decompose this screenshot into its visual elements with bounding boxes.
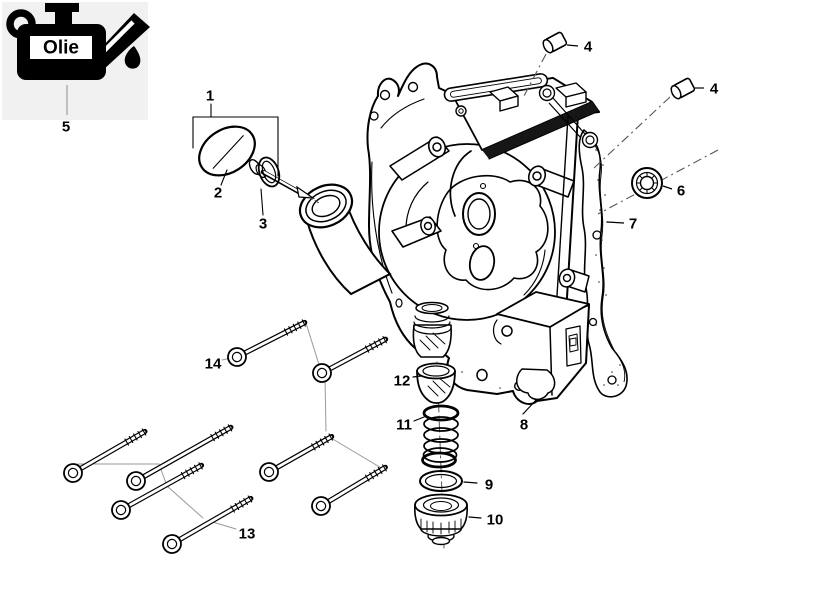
- drain-stack: [412, 361, 537, 549]
- oil-seal: [631, 167, 673, 199]
- bottom-flap: [516, 368, 556, 401]
- group-bracket: [192, 116, 279, 177]
- callout-9: 9: [485, 477, 493, 494]
- callout-13: 13: [239, 526, 256, 543]
- bolt: [259, 433, 335, 482]
- cover-bolts: [63, 319, 389, 554]
- callout-6: 6: [677, 183, 685, 200]
- gasket-stipple: [595, 149, 621, 386]
- dipstick-assembly: [192, 103, 320, 216]
- callout-7: 7: [629, 216, 637, 233]
- callout-4b: 4: [710, 81, 719, 98]
- bolt: [63, 428, 148, 483]
- dipstick-blade: [296, 185, 316, 199]
- callout-11: 11: [396, 417, 412, 434]
- oil-can-cap: [45, 3, 79, 12]
- o-ring-3: [257, 156, 281, 188]
- crankcase-cover: [366, 62, 600, 405]
- callout-3: 3: [259, 216, 267, 233]
- kidney-hole: [468, 245, 496, 281]
- oil-icon-label: Olie: [43, 38, 79, 59]
- bolt: [111, 462, 205, 520]
- gasket-top-ears: [538, 84, 599, 149]
- bolt: [312, 336, 389, 383]
- callout-12: 12: [394, 373, 411, 390]
- oil-drop-icon: [124, 46, 141, 69]
- dowel-pin-top: [542, 31, 568, 54]
- bolt: [227, 319, 308, 367]
- dowel-pin-right: [670, 77, 696, 100]
- dowel-pins: [522, 31, 719, 215]
- bolt: [162, 495, 254, 554]
- o-ring-9: [419, 470, 463, 492]
- strainer-tower: [412, 301, 452, 358]
- bolt: [126, 424, 234, 491]
- gasket: [578, 129, 628, 398]
- callout-10: 10: [487, 512, 504, 529]
- dipstick-cap: [198, 125, 256, 177]
- filler-neck: [298, 183, 392, 296]
- callout-8: 8: [520, 417, 528, 434]
- drain-plug: [414, 493, 468, 546]
- oil-can-icon: Olie: [2, 2, 150, 120]
- bolt: [311, 464, 388, 516]
- callout-labels: 1 2 3 4 4 5 6 7 8 9 10 11 12 13 14: [62, 39, 719, 543]
- bearing-ring: [462, 192, 496, 236]
- plate-screw: [455, 105, 467, 117]
- spring: [421, 404, 460, 469]
- center-boss: [436, 174, 549, 291]
- callout-2: 2: [214, 185, 222, 202]
- callout-4a: 4: [584, 39, 593, 56]
- leader-lines: [606, 221, 625, 224]
- housing-outer-circle: [378, 143, 556, 321]
- callout-1: 1: [206, 88, 214, 105]
- bottom-block: [496, 291, 590, 328]
- callout-14: 14: [205, 356, 222, 373]
- strainer-cup: [416, 362, 456, 404]
- callout-5: 5: [62, 119, 70, 136]
